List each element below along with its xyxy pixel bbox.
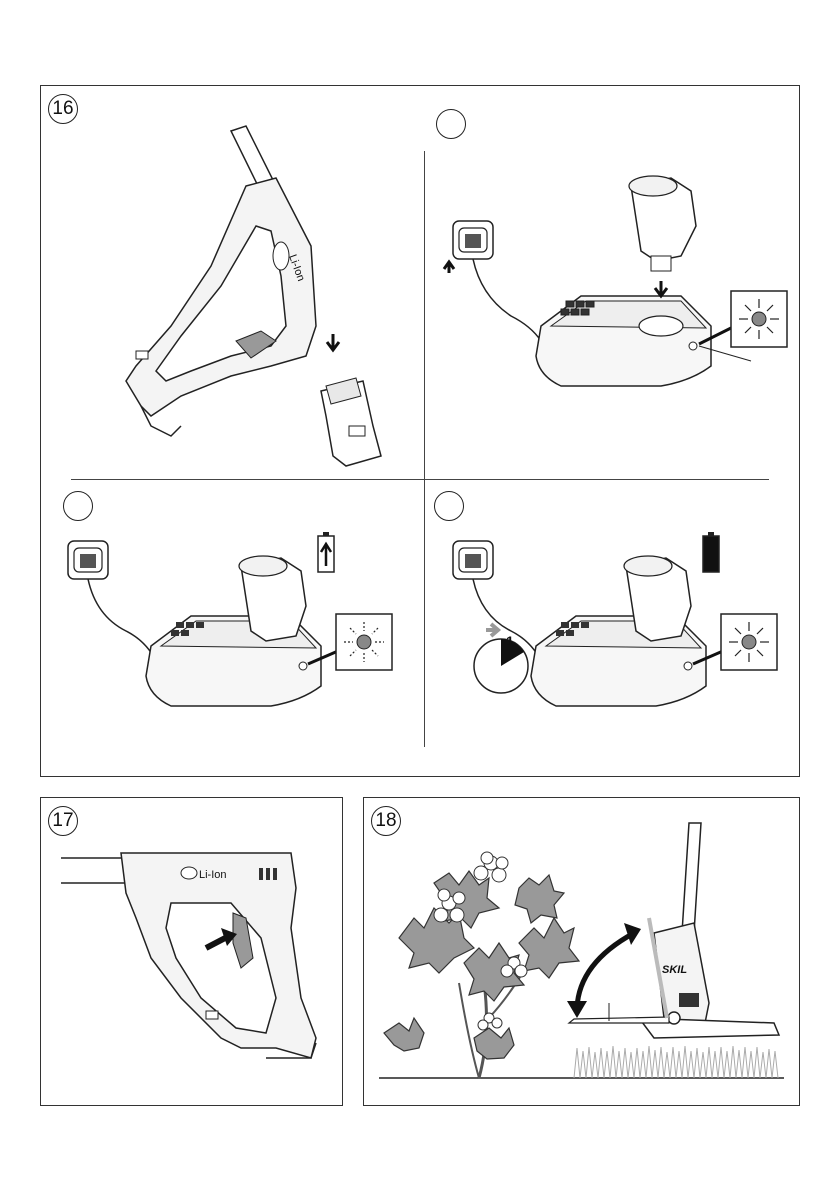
brand-logo: SKIL xyxy=(662,964,687,976)
figure-18-panel: 18 xyxy=(363,797,800,1106)
plant-icon xyxy=(384,852,579,1078)
wall-socket-icon xyxy=(68,541,108,579)
indicator-light-icon xyxy=(721,614,777,670)
battery-pack-icon xyxy=(629,176,696,271)
timer-label: 1 xyxy=(506,633,514,649)
trimmer-handle-icon: Li-Ion xyxy=(61,848,331,1108)
rotate-arrow-icon xyxy=(567,923,641,1018)
indicator-light-icon xyxy=(731,291,787,347)
step-d-circle xyxy=(434,491,464,521)
step-c-circle xyxy=(63,491,93,521)
figure-17-number: 17 xyxy=(48,806,78,836)
battery-level-icon xyxy=(318,532,334,572)
figure-16-number: 16 xyxy=(48,94,78,124)
figure-16-divider-horizontal xyxy=(71,479,769,480)
svg-text:Li-Ion: Li-Ion xyxy=(199,869,227,881)
step-b-circle xyxy=(436,109,466,139)
figure-16-divider-vertical xyxy=(424,151,425,747)
step-c-illustration xyxy=(56,536,416,706)
wall-socket-icon xyxy=(453,541,493,579)
step-d-illustration: 1 xyxy=(441,536,791,726)
timer-icon xyxy=(474,624,528,693)
battery-level-icon xyxy=(703,532,719,572)
figure-17-panel: 17 Li-Ion xyxy=(40,797,343,1106)
wall-socket-icon xyxy=(453,221,493,259)
indicator-light-icon xyxy=(336,614,392,670)
step-b-illustration xyxy=(441,166,791,396)
trimmer-handle-icon: Li-Ion xyxy=(111,126,401,466)
grass-icon xyxy=(574,1046,778,1078)
charger-icon xyxy=(536,296,711,386)
figure-16-panel: 16 Li-Ion xyxy=(40,85,800,777)
figure-18-illustration: SKIL xyxy=(379,823,789,1083)
